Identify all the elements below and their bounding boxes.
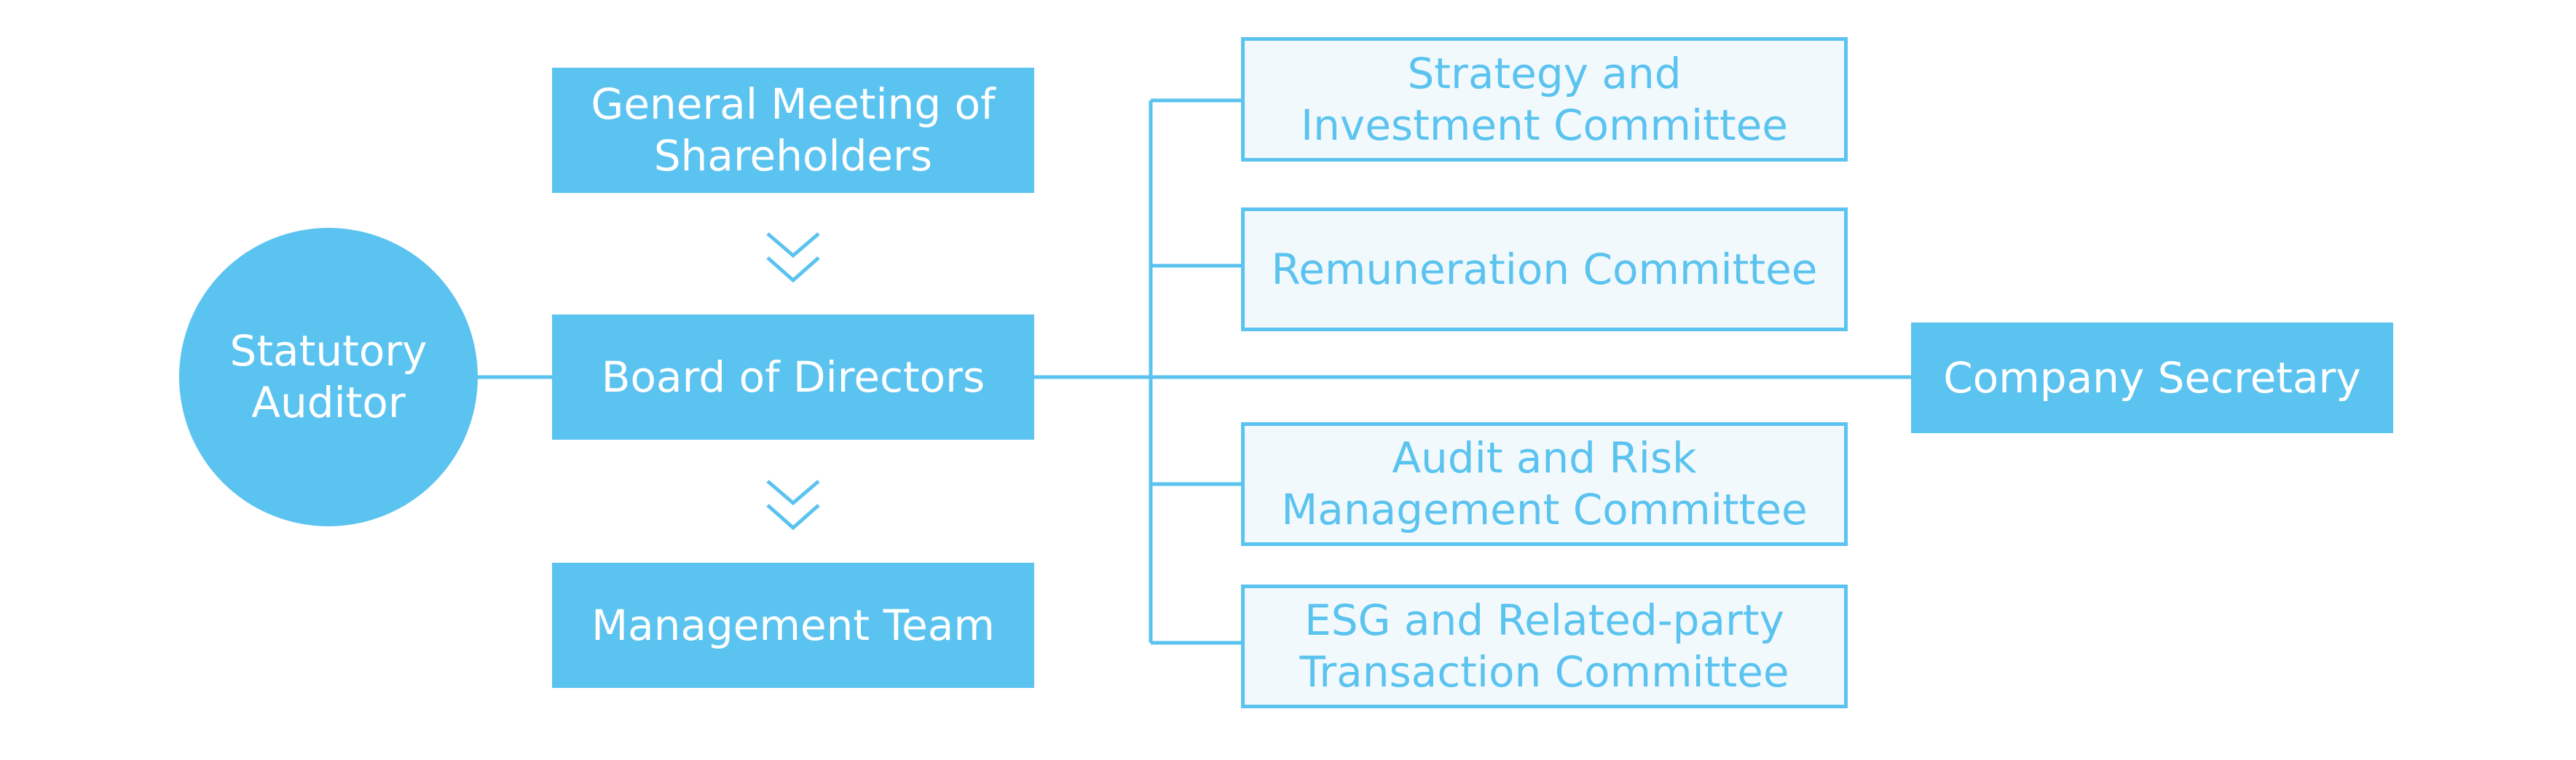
general-meeting-of-shareholders-box: General Meeting of Shareholders — [552, 68, 1034, 193]
committee-label: ESG and Related-party Transaction Commit… — [1299, 595, 1789, 697]
board-of-directors-label: Board of Directors — [601, 352, 985, 402]
committee-label: Strategy and Investment Committee — [1301, 48, 1788, 150]
remuneration-committee-box: Remuneration Committee — [1241, 207, 1848, 331]
company-secretary-label: Company Secretary — [1943, 352, 2361, 403]
company-secretary-box: Company Secretary — [1911, 322, 2393, 433]
board-of-directors-box: Board of Directors — [552, 314, 1034, 440]
statutory-auditor-circle: Statutory Auditor — [179, 228, 478, 526]
strategy-investment-committee-box: Strategy and Investment Committee — [1241, 37, 1848, 162]
statutory-auditor-label: Statutory Auditor — [229, 326, 428, 427]
esg-related-party-committee-box: ESG and Related-party Transaction Commit… — [1241, 585, 1848, 708]
double-chevron-down-icon — [766, 480, 820, 531]
management-team-box: Management Team — [552, 563, 1034, 688]
committee-label: Remuneration Committee — [1271, 244, 1818, 294]
committee-label: Audit and Risk Management Committee — [1281, 433, 1808, 534]
audit-risk-management-committee-box: Audit and Risk Management Committee — [1241, 422, 1848, 546]
double-chevron-down-icon — [766, 232, 820, 283]
management-team-label: Management Team — [591, 600, 995, 650]
general-meeting-label: General Meeting of Shareholders — [591, 79, 996, 181]
